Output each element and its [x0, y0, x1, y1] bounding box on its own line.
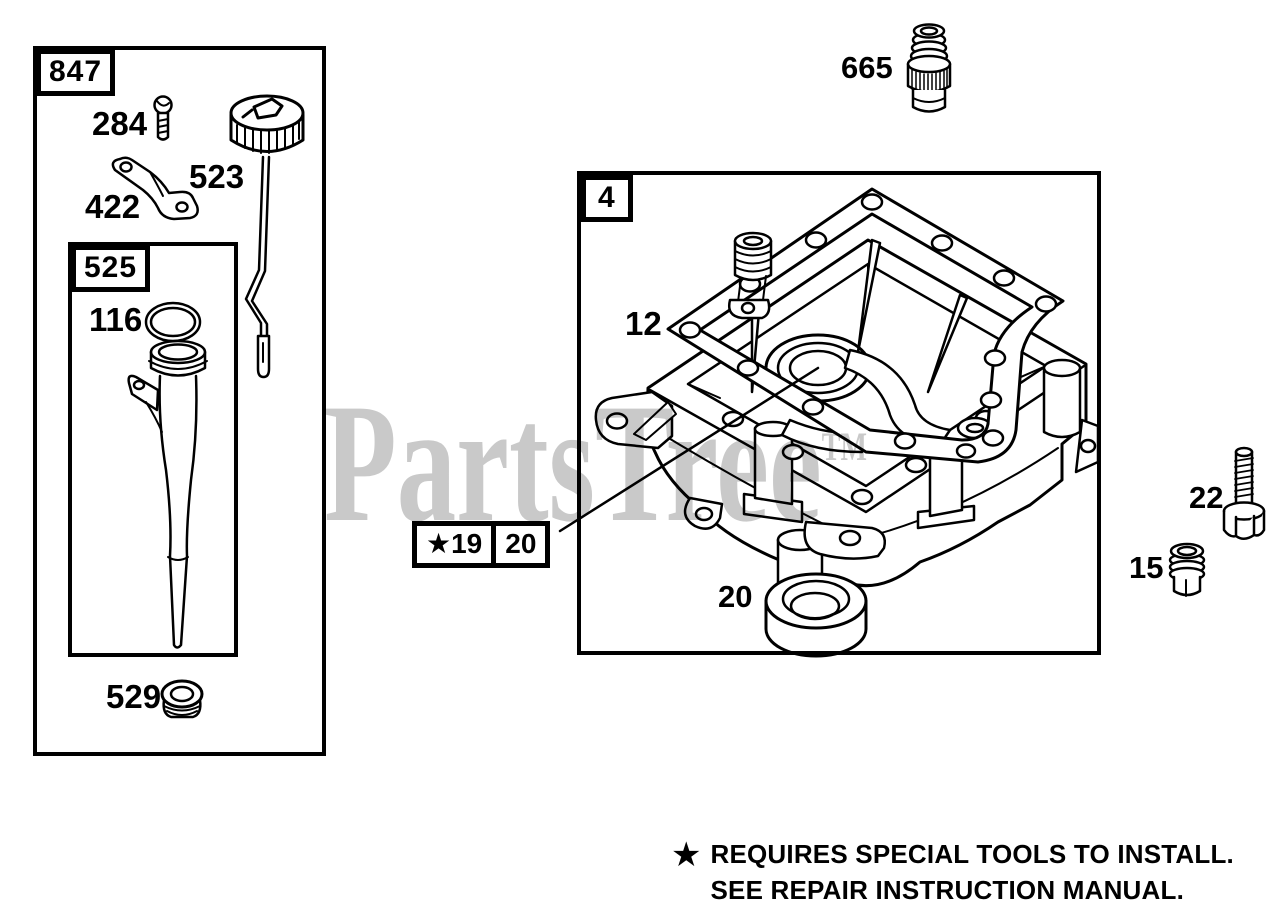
callout-cell-19: ★19 — [417, 526, 497, 563]
part-label-523: 523 — [189, 158, 245, 195]
oil-fill-plug-drawing — [906, 23, 952, 113]
part-label-20: 20 — [718, 579, 753, 614]
bolt-drawing — [1222, 446, 1266, 540]
group-box-525-label: 525 — [71, 245, 151, 292]
callout-box: ★19 20 — [412, 521, 551, 568]
callout-cell-20: 20 — [505, 528, 537, 559]
part-label-284: 284 — [92, 105, 148, 142]
group-box-847 — [33, 46, 326, 756]
footer-line-1: REQUIRES SPECIAL TOOLS TO INSTALL. — [710, 839, 1234, 869]
part-label-116: 116 — [89, 301, 143, 338]
dipstick-tube-drawing — [127, 339, 208, 649]
callout-leader-line — [558, 366, 820, 533]
footer-note: ★ REQUIRES SPECIAL TOOLS TO INSTALL. SEE… — [671, 836, 1234, 908]
group-box-847-label: 847 — [36, 49, 116, 96]
oil-seal-drawing — [764, 572, 868, 658]
part-label-15: 15 — [1129, 550, 1164, 585]
part-label-529: 529 — [106, 678, 162, 715]
footer-line-2: SEE REPAIR INSTRUCTION MANUAL. — [710, 875, 1185, 905]
drain-plug-drawing — [1168, 542, 1206, 597]
grommet-drawing — [160, 679, 204, 719]
sump-gasket-drawing — [666, 187, 1065, 464]
fill-neck-boss-drawing — [728, 231, 773, 320]
group-box-4 — [577, 171, 1101, 655]
part-label-22: 22 — [1189, 480, 1224, 515]
oil-sump-drawing — [594, 238, 1100, 600]
part-label-12: 12 — [625, 305, 662, 342]
group-box-525 — [68, 242, 238, 657]
star-icon: ★ — [671, 836, 702, 874]
part-label-665: 665 — [841, 50, 893, 85]
part-label-422: 422 — [85, 188, 141, 225]
screw-drawing — [153, 95, 173, 141]
bracket-drawing — [111, 156, 199, 221]
dipstick-drawing — [229, 94, 305, 379]
group-box-4-label: 4 — [581, 175, 633, 222]
